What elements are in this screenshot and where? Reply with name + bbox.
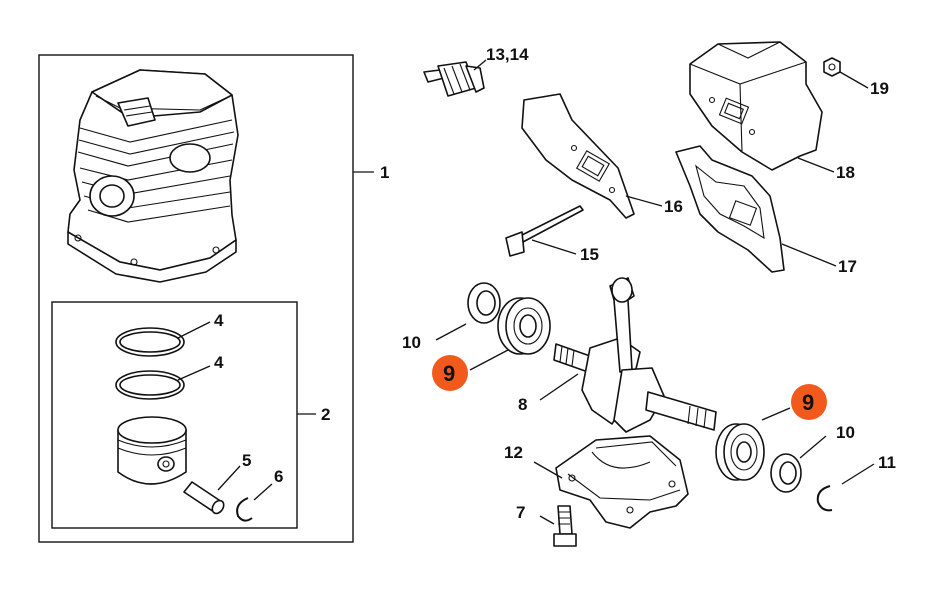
piston[interactable] <box>117 416 187 485</box>
oil-seal-left[interactable] <box>467 282 501 324</box>
leader-lines <box>177 59 875 525</box>
callout-15[interactable]: 15 <box>580 245 599 264</box>
callout-11[interactable]: 11 <box>878 453 896 472</box>
cylinder[interactable] <box>67 69 239 283</box>
callout-5[interactable]: 5 <box>242 451 251 470</box>
oil-seal-right[interactable] <box>770 453 802 493</box>
callout-9-right[interactable]: 9 <box>802 390 814 415</box>
callout-7[interactable]: 7 <box>516 503 525 522</box>
callout-9-left[interactable]: 9 <box>443 361 455 386</box>
callout-18[interactable]: 18 <box>836 163 855 182</box>
muffler-nut[interactable] <box>823 57 841 77</box>
callout-10-left[interactable]: 10 <box>402 333 421 352</box>
callout-4-lower[interactable]: 4 <box>214 353 224 372</box>
callout-12[interactable]: 12 <box>504 443 523 462</box>
piston-kit-frame <box>51 301 298 529</box>
bearing-circlip[interactable] <box>816 485 833 512</box>
crankshaft[interactable] <box>553 277 717 433</box>
piston-ring-lower[interactable] <box>115 370 185 400</box>
crankcase[interactable] <box>555 435 689 529</box>
callout-19[interactable]: 19 <box>870 79 889 98</box>
callout-17[interactable]: 17 <box>838 257 857 276</box>
spark-plug[interactable] <box>423 61 485 97</box>
piston-circlip[interactable] <box>236 497 253 522</box>
callout-10-right[interactable]: 10 <box>836 423 855 442</box>
muffler-screw[interactable] <box>505 205 584 257</box>
muffler-gasket[interactable] <box>675 145 785 273</box>
muffler[interactable] <box>689 41 823 171</box>
ball-bearing-right[interactable] <box>715 423 765 481</box>
piston-ring-upper[interactable] <box>115 327 185 357</box>
callout-1[interactable]: 1 <box>380 163 389 182</box>
cylinder-assembly-frame <box>38 54 354 543</box>
callout-8[interactable]: 8 <box>518 395 527 414</box>
callout-4-upper[interactable]: 4 <box>214 311 224 330</box>
ball-bearing-left[interactable] <box>497 297 551 355</box>
callout-13-14[interactable]: 13,14 <box>486 45 529 64</box>
heat-shield-gasket[interactable] <box>521 93 635 219</box>
callout-6[interactable]: 6 <box>274 467 283 486</box>
callout-2[interactable]: 2 <box>321 405 330 424</box>
highlight-badge-9-left <box>432 355 468 391</box>
piston-pin[interactable] <box>183 481 226 516</box>
callout-16[interactable]: 16 <box>664 197 683 216</box>
highlight-badge-9-right <box>791 384 827 420</box>
crankcase-screw[interactable] <box>553 505 577 547</box>
